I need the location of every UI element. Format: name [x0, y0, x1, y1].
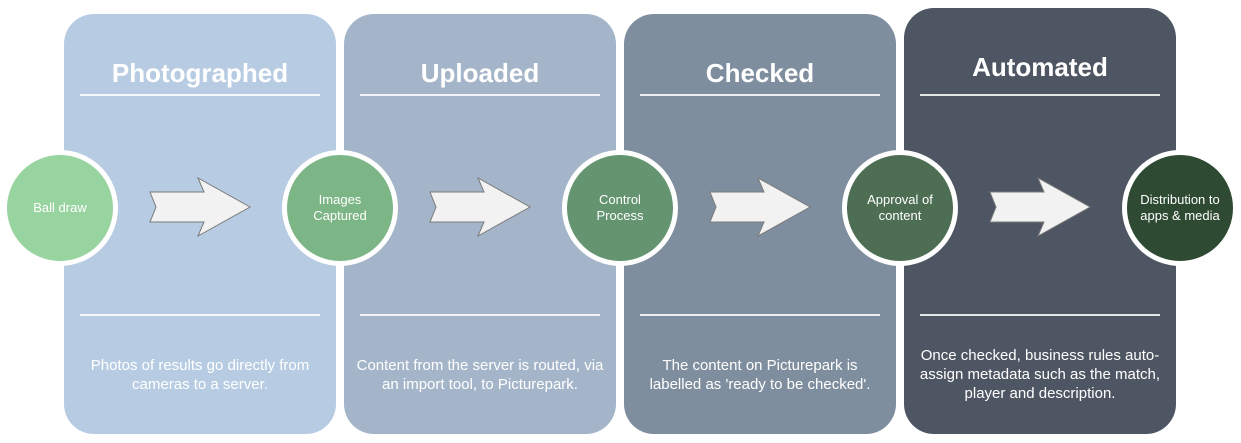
node-ball-draw: Ball draw — [2, 150, 118, 266]
node-label: Distribution to apps & media — [1140, 192, 1220, 223]
node-label: Approval of content — [867, 192, 933, 223]
divider — [360, 314, 600, 316]
node-control-process: Control Process — [562, 150, 678, 266]
node-label: Ball draw — [33, 200, 87, 215]
arrow-icon — [709, 176, 812, 238]
node-distribution: Distribution to apps & media — [1122, 150, 1238, 266]
arrow-icon — [989, 176, 1092, 238]
node-images-captured: Images Captured — [282, 150, 398, 266]
divider — [640, 94, 880, 96]
divider — [360, 94, 600, 96]
panel-description: The content on Picturepark is labelled a… — [649, 357, 871, 393]
panel-description: Content from the server is routed, via a… — [356, 357, 604, 393]
arrow-icon — [149, 176, 252, 238]
divider — [80, 314, 320, 316]
node-label: Images Captured — [313, 192, 367, 223]
panel-title: Checked — [705, 58, 815, 88]
panel-description: Photos of results go directly from camer… — [90, 357, 310, 393]
divider — [920, 94, 1160, 96]
panel-title: Uploaded — [420, 58, 540, 88]
arrow-icon — [429, 176, 532, 238]
divider — [80, 94, 320, 96]
panel-description: Once checked, business rules auto-assign… — [919, 347, 1161, 402]
divider — [640, 314, 880, 316]
panel-title: Automated — [972, 52, 1108, 82]
node-label: Control Process — [596, 192, 644, 223]
divider — [920, 314, 1160, 316]
panel-title: Photographed — [111, 58, 289, 88]
node-approval-of-content: Approval of content — [842, 150, 958, 266]
